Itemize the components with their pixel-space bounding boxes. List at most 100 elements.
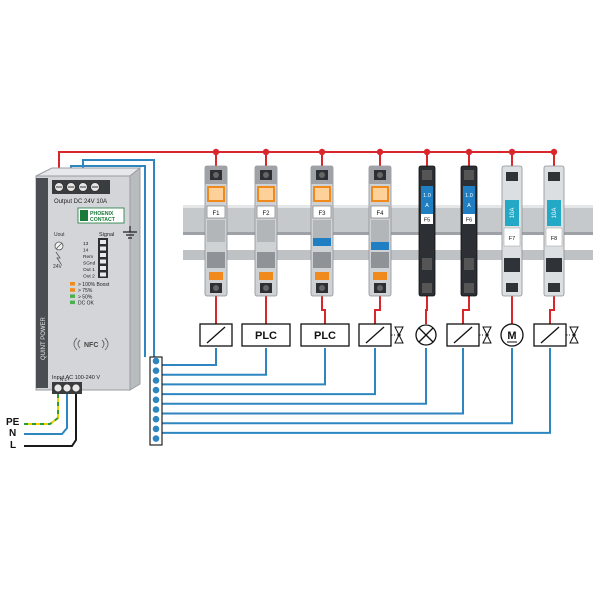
- module-lower: [371, 252, 389, 268]
- screw-icon: [319, 285, 325, 291]
- module-indicator-window: [259, 188, 273, 200]
- module-indicator-window: [373, 188, 387, 200]
- motor-label: M: [507, 330, 516, 342]
- status-led: [70, 294, 75, 298]
- output-terminals: [54, 182, 100, 192]
- fuse-rating-top: 1.0: [423, 193, 431, 199]
- module-id-label: F1: [212, 211, 220, 217]
- module-terminal: [548, 172, 560, 181]
- module-label-plate: [256, 205, 276, 219]
- load-return-wire: [162, 348, 267, 376]
- module-terminal: [506, 172, 518, 181]
- status-led-list: > 100% Boost> 75%> 50%DC OK: [70, 282, 110, 307]
- module-terminal: [548, 283, 560, 292]
- module-id-label: F5: [424, 218, 430, 224]
- module-terminal: [422, 170, 432, 180]
- module-id-label: F4: [376, 211, 384, 217]
- relay-coil-slash: [206, 326, 226, 344]
- brand-logo: PHOENIX CONTACT: [77, 207, 125, 224]
- module-id-label: F2: [262, 211, 270, 217]
- signal-terminals: [100, 240, 106, 277]
- module-load-wire: [321, 296, 326, 324]
- relay-coil-slash: [540, 326, 560, 344]
- module-f2[interactable]: F2: [254, 165, 278, 297]
- fuse-rating-unit: A: [467, 203, 471, 209]
- signal-row-label: 13: [83, 241, 89, 247]
- module-f4[interactable]: F4: [368, 165, 392, 297]
- fuse-rating: 10A: [552, 208, 558, 219]
- load-6-relay-valve: [446, 323, 492, 347]
- load-return-wire: [162, 348, 217, 366]
- status-led-label: DC OK: [78, 301, 95, 307]
- lightning-icon: [55, 251, 62, 265]
- screw-icon: [319, 172, 325, 178]
- load-5-lamp: [415, 324, 437, 346]
- wires: [24, 148, 558, 447]
- nfc-area: NFC: [73, 337, 109, 351]
- l-wire: [24, 394, 77, 447]
- distribution-terminal: [152, 415, 160, 423]
- load-return-wire: [162, 348, 376, 396]
- relay-coil-slash: [365, 326, 385, 344]
- pe-wire: [24, 394, 59, 425]
- input-terminal-labels: N L+: [60, 377, 70, 382]
- module-terminal: [422, 283, 432, 293]
- distribution-terminal: [152, 425, 160, 433]
- wire-junction: [423, 148, 431, 156]
- wire-junction: [376, 148, 384, 156]
- module-label-plate: [503, 227, 521, 247]
- status-led: [70, 282, 75, 286]
- module-load-wire: [374, 296, 381, 324]
- load-7-motor: M: [500, 323, 524, 347]
- module-indicator-window: [209, 188, 223, 200]
- module-id-label: F3: [318, 211, 326, 217]
- signal-terminal-block: [98, 238, 108, 278]
- module-indicator-window: [315, 188, 329, 200]
- screw-icon: [263, 172, 269, 178]
- status-led-label: > 50%: [78, 294, 93, 300]
- power-supply: QUINT POWER Output DC 24V 10A PHOENIX CO…: [35, 166, 142, 394]
- supply-label-n: N: [9, 428, 16, 439]
- signal-heading: Signal: [99, 232, 114, 238]
- module-f3[interactable]: F3: [310, 165, 334, 297]
- input-terminals: [53, 383, 81, 393]
- module-bottom-indicator: [259, 272, 273, 280]
- load-4-relay-valve: [358, 323, 404, 347]
- fuse-rating: 10A: [510, 208, 516, 219]
- screw-icon: [377, 285, 383, 291]
- screw-icon: [213, 172, 219, 178]
- module-label-plate: [545, 227, 563, 247]
- plc-label: PLC: [314, 330, 336, 342]
- module-label-plate: [312, 205, 332, 219]
- psu-side-stripe: [36, 178, 48, 388]
- distribution-terminal: [152, 396, 160, 404]
- module-f1[interactable]: F1: [204, 165, 228, 297]
- module-label-plate: [370, 205, 390, 219]
- signal-row-label: Out 2: [83, 274, 95, 280]
- status-led-label: > 75%: [78, 288, 93, 294]
- module-bottom-indicator: [315, 272, 329, 280]
- psu-side-label: QUINT POWER: [41, 316, 47, 360]
- ground-icon: [123, 226, 137, 239]
- screw-icon: [263, 285, 269, 291]
- wire-junction: [508, 148, 516, 156]
- load-return-wire: [162, 348, 326, 386]
- load-return-wire: [162, 348, 464, 415]
- plc-box: [300, 323, 350, 347]
- module-lower: [313, 252, 331, 268]
- distribution-terminal: [152, 435, 160, 442]
- module-lower: [422, 258, 432, 270]
- module-load-wire: [462, 296, 470, 324]
- module-blue-flag: [371, 242, 389, 250]
- module-label-plate: [421, 214, 433, 224]
- module-bottom-indicator: [373, 272, 387, 280]
- nfc-icon: [77, 339, 81, 349]
